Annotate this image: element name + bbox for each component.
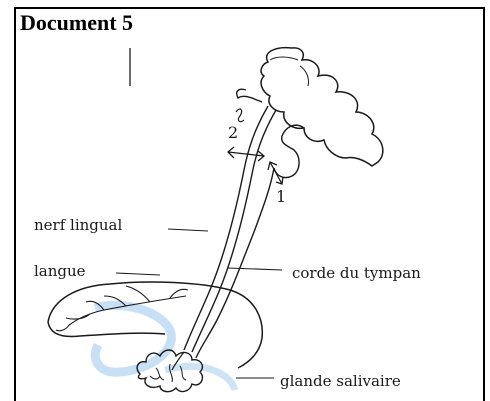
watermark-shape-2 — [165, 366, 235, 390]
ganglion-mass — [261, 48, 383, 166]
label-langue: langue — [34, 262, 86, 280]
label-nerf-lingual: nerf lingual — [34, 216, 122, 234]
watermark-shape — [95, 305, 171, 372]
marker-1: 1 — [276, 187, 286, 206]
leader-langue — [116, 273, 160, 275]
leader-corde — [228, 268, 282, 270]
marker-2: 2 — [228, 123, 238, 142]
tongue-outline — [48, 282, 262, 368]
label-glande-salivaire: glande salivaire — [280, 372, 401, 390]
ganglion-detail — [270, 57, 309, 86]
label-corde-du-tympan: corde du tympan — [292, 264, 421, 282]
upper-branch-wavy — [236, 109, 244, 122]
arrow-2-shaft — [228, 152, 264, 156]
corde-du-tympan-loop — [196, 125, 304, 358]
leader-nerf-lingual — [168, 229, 208, 231]
upper-branch-left — [237, 89, 262, 102]
